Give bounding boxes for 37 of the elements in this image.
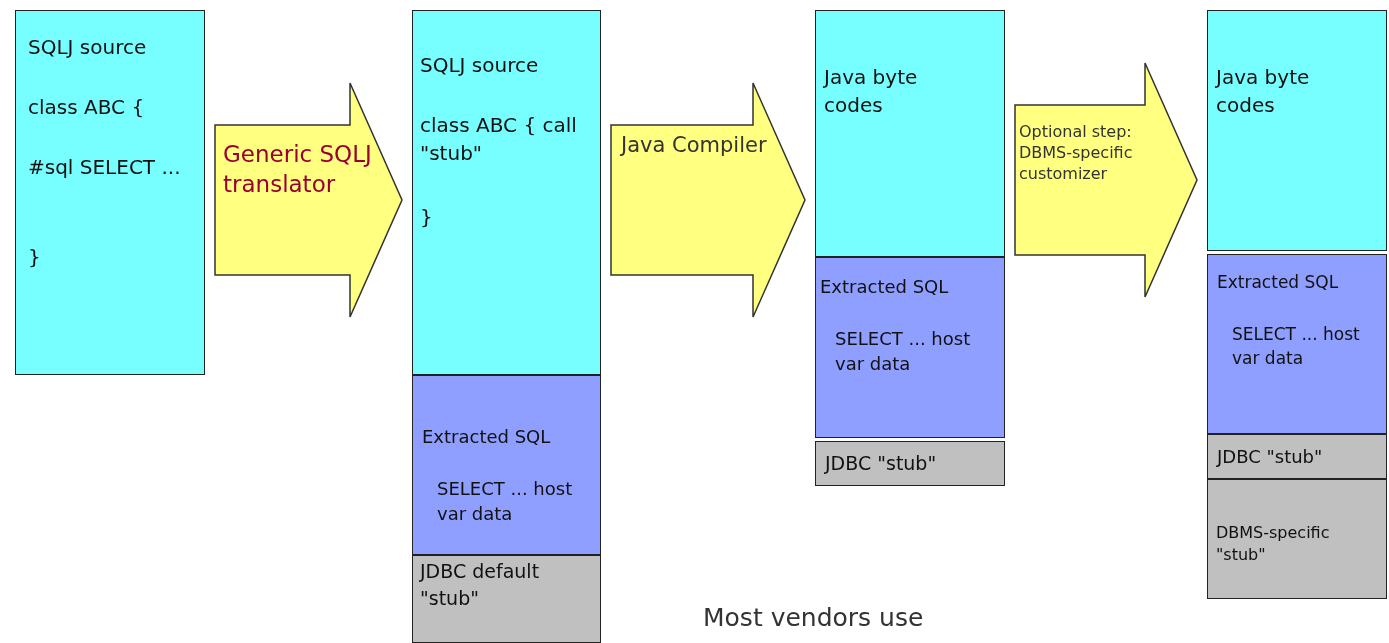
code-box [15,10,205,375]
block-arrow [1014,62,1198,298]
box-text: #sql SELECT ... [28,154,182,181]
box-text: JDBC "stub" [825,451,938,476]
box-heading: Extracted SQL [422,425,552,449]
box-heading: SQLJ source [420,52,540,79]
edge-label: Optional step: DBMS-specific customizer [1019,122,1134,185]
box-heading: Extracted SQL [820,275,950,299]
box-text: class ABC { [28,94,146,121]
code-box [412,10,601,375]
edge-label: Java Compiler [621,132,768,159]
box-text: JDBC default "stub" [420,559,541,611]
box-text: SELECT ... host var data [1232,323,1361,370]
box-text: } [28,244,42,271]
code-box [815,10,1005,257]
box-heading: SQLJ source [28,34,148,61]
box-text: JDBC "stub" [1217,445,1324,469]
block-arrow [214,82,403,318]
box-text: class ABC { call "stub" [420,112,578,167]
box-text: SELECT ... host var data [835,327,972,377]
sql-box [1207,254,1387,434]
box-text: Java byte codes [824,64,919,119]
box-text: SELECT ... host var data [437,477,574,527]
code-box [1207,10,1387,251]
stub-box [1207,479,1387,599]
box-heading: Extracted SQL [1217,271,1340,294]
box-text: } [420,204,434,231]
stub-box [1207,434,1387,479]
box-text: Java byte codes [1216,64,1311,119]
sql-box [412,375,601,555]
edge-label: Generic SQLJ translator [223,140,373,199]
block-arrow [610,82,806,318]
stub-box [815,441,1005,486]
stub-box [412,555,601,643]
box-text: DBMS-specific "stub" [1216,522,1331,567]
sql-box [815,257,1005,438]
note-text: Most vendors use [703,602,924,634]
